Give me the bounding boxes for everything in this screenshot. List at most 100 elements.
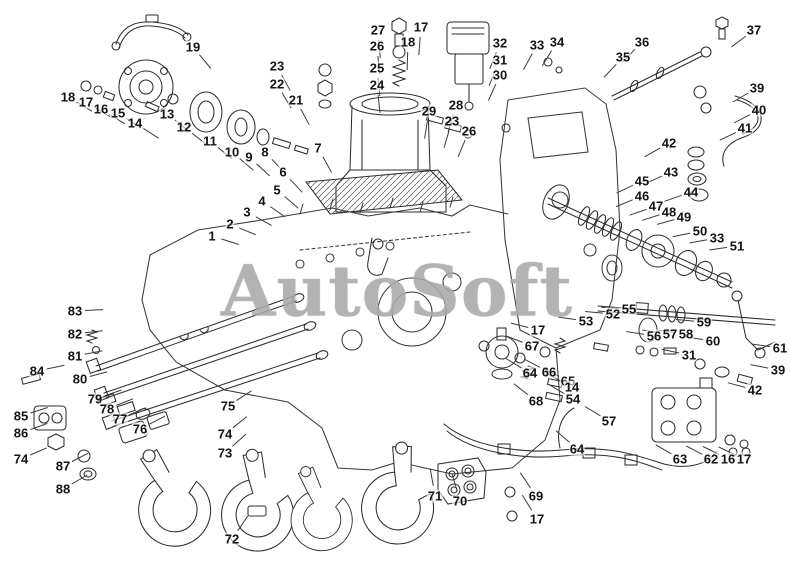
callout-66: 66 xyxy=(540,364,558,380)
callout-40: 40 xyxy=(750,102,768,118)
callout-71: 71 xyxy=(426,488,444,504)
callout-74: 74 xyxy=(216,426,234,442)
callout-27: 27 xyxy=(369,22,387,38)
callout-17: 17 xyxy=(735,451,753,467)
callout-26: 26 xyxy=(460,123,478,139)
callout-9: 9 xyxy=(244,149,254,165)
callout-13: 13 xyxy=(158,106,176,122)
callout-51: 51 xyxy=(728,238,746,254)
callout-87: 87 xyxy=(54,458,72,474)
callout-86: 86 xyxy=(12,425,30,441)
callout-42: 42 xyxy=(660,135,678,151)
callout-16: 16 xyxy=(92,101,110,117)
callout-44: 44 xyxy=(682,184,700,200)
callout-19: 19 xyxy=(184,39,202,55)
detent-shaft xyxy=(542,184,733,289)
callout-79: 79 xyxy=(86,391,104,407)
callout-3: 3 xyxy=(242,204,252,220)
oil-tubes xyxy=(443,407,717,471)
callout-14: 14 xyxy=(563,379,581,395)
callout-4: 4 xyxy=(257,193,267,209)
callout-57: 57 xyxy=(661,326,679,342)
actuator xyxy=(446,21,490,111)
callout-11: 11 xyxy=(202,133,218,149)
callout-88: 88 xyxy=(54,481,72,497)
callout-73: 73 xyxy=(216,445,234,461)
callout-64: 64 xyxy=(568,441,586,457)
callout-1: 1 xyxy=(207,228,217,244)
interlock-bracket xyxy=(33,405,97,481)
callout-61: 61 xyxy=(771,340,789,356)
callout-45: 45 xyxy=(633,173,651,189)
callout-67: 67 xyxy=(523,338,541,354)
callout-18: 18 xyxy=(399,34,417,50)
callout-34: 34 xyxy=(548,34,566,50)
callout-6: 6 xyxy=(278,164,288,180)
callout-16: 16 xyxy=(719,451,737,467)
callout-70: 70 xyxy=(451,493,469,509)
washer-stack xyxy=(189,91,309,155)
shift-finger xyxy=(367,237,389,276)
callout-77: 77 xyxy=(111,411,129,427)
fastener-row xyxy=(80,80,179,113)
callout-22: 22 xyxy=(268,76,286,92)
callout-5: 5 xyxy=(272,182,282,198)
clutch-housing xyxy=(141,196,561,475)
callout-84: 84 xyxy=(28,363,46,379)
callout-33: 33 xyxy=(708,230,726,246)
callout-60: 60 xyxy=(704,333,722,349)
callout-17: 17 xyxy=(528,511,546,527)
callout-64: 64 xyxy=(521,365,539,381)
callout-80: 80 xyxy=(71,371,89,387)
callout-10: 10 xyxy=(223,144,241,160)
callout-62: 62 xyxy=(702,451,720,467)
callout-21: 21 xyxy=(287,92,305,108)
callout-33: 33 xyxy=(528,37,546,53)
callout-23: 23 xyxy=(268,58,286,74)
callout-59: 59 xyxy=(695,314,713,330)
callout-35: 35 xyxy=(614,49,632,65)
callout-42: 42 xyxy=(746,382,764,398)
callout-49: 49 xyxy=(675,209,693,225)
callout-78: 78 xyxy=(98,401,116,417)
shift-rails xyxy=(85,293,329,431)
callout-2: 2 xyxy=(225,216,235,232)
callout-68: 68 xyxy=(527,393,545,409)
callout-30: 30 xyxy=(491,67,509,83)
callout-74: 74 xyxy=(12,451,30,467)
callout-55: 55 xyxy=(620,301,638,317)
callout-75: 75 xyxy=(219,398,237,414)
callout-23: 23 xyxy=(443,113,461,129)
callout-58: 58 xyxy=(677,326,695,342)
shift-forks xyxy=(122,435,449,556)
dipstick-rod xyxy=(611,46,712,101)
callout-12: 12 xyxy=(175,119,193,135)
callout-85: 85 xyxy=(12,408,30,424)
bearing-cap xyxy=(118,59,174,115)
callout-56: 56 xyxy=(645,328,663,344)
callout-26: 26 xyxy=(368,38,386,54)
callout-39: 39 xyxy=(748,80,766,96)
callout-41: 41 xyxy=(736,120,754,136)
callout-63: 63 xyxy=(671,451,689,467)
callout-39: 39 xyxy=(769,362,787,378)
callout-36: 36 xyxy=(633,34,651,50)
callout-72: 72 xyxy=(223,531,241,547)
callout-24: 24 xyxy=(368,77,386,93)
callout-28: 28 xyxy=(447,97,465,113)
callout-47: 47 xyxy=(647,198,665,214)
callout-18: 18 xyxy=(59,89,77,105)
callout-25: 25 xyxy=(368,60,386,76)
callout-69: 69 xyxy=(527,488,545,504)
callout-15: 15 xyxy=(109,105,127,121)
callout-14: 14 xyxy=(126,115,144,131)
callout-17: 17 xyxy=(77,94,95,110)
callout-32: 32 xyxy=(491,35,509,51)
callout-31: 31 xyxy=(680,347,698,363)
breather-parts xyxy=(391,17,407,87)
callout-17: 17 xyxy=(412,19,430,35)
callout-48: 48 xyxy=(660,204,678,220)
